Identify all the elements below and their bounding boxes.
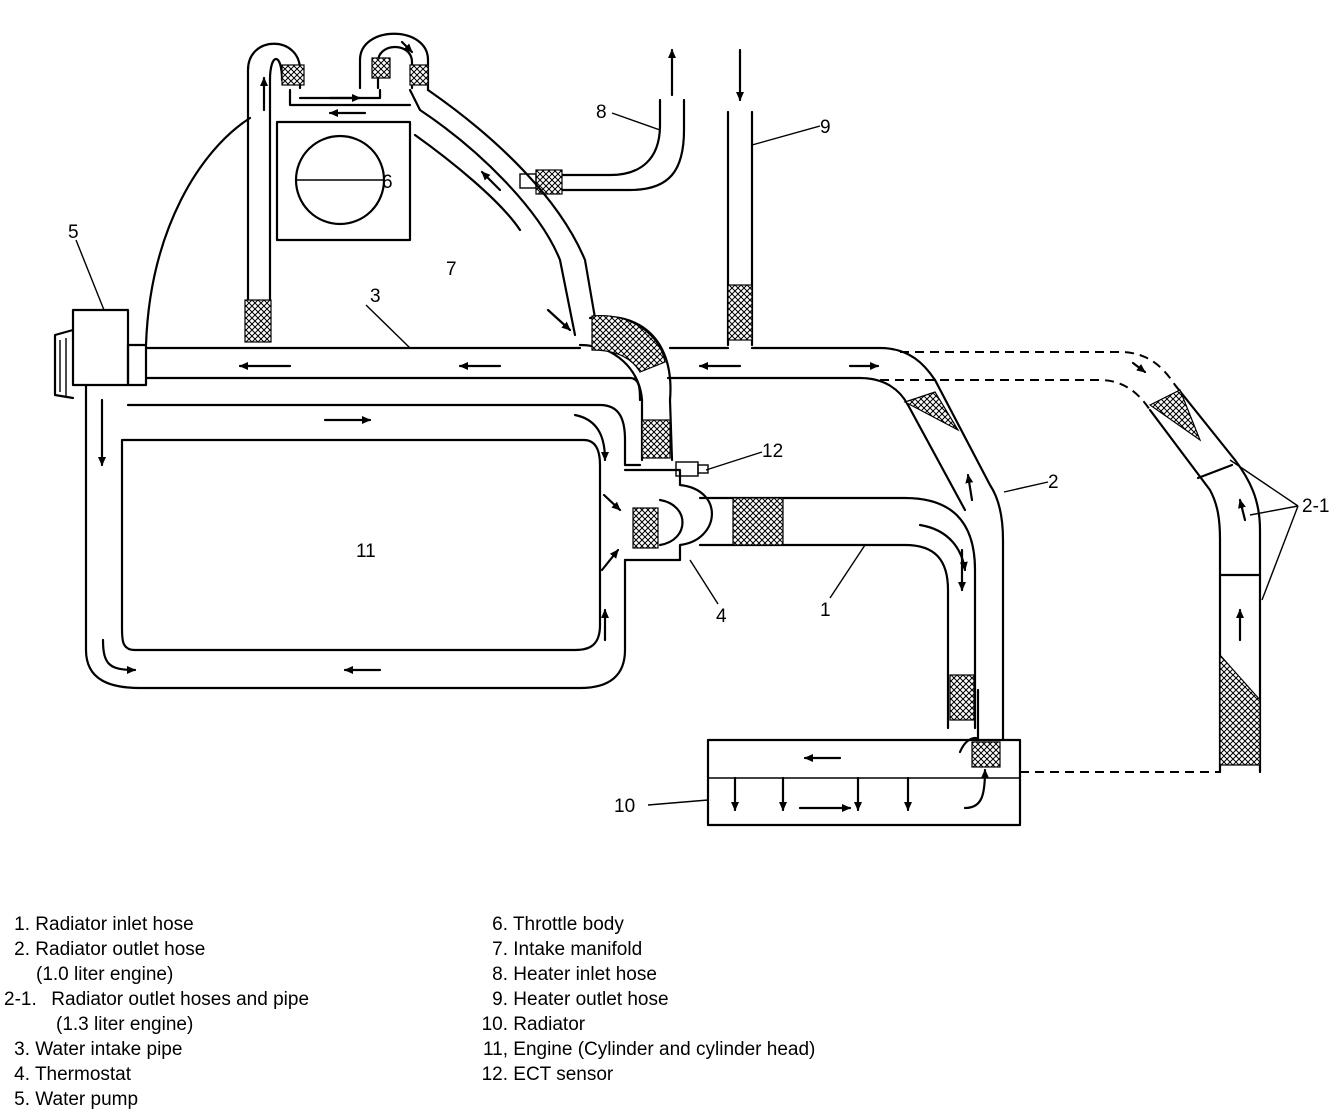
legend-item: 6. Throttle body — [492, 914, 624, 935]
callout-12: 12 — [762, 441, 783, 462]
legend-item: (1.0 liter engine) — [36, 964, 174, 985]
heater-outlet-hose — [726, 110, 754, 347]
legend-right: 6. Throttle body 7. Intake manifold 8. H… — [470, 912, 816, 1087]
legend-item: 2. Radiator outlet hose — [14, 939, 206, 960]
cooling-system-diagram: 1 2 2-1 3 4 5 6 7 8 9 10 11 12 — [53, 32, 1329, 827]
radiator-outlet-pipe-1-3l — [880, 351, 1262, 774]
water-pump — [53, 308, 148, 400]
legend-item: 1. Radiator inlet hose — [14, 914, 194, 935]
callout-9: 9 — [820, 117, 831, 138]
intake-manifold-outline — [144, 116, 522, 347]
thermostat-housing — [623, 461, 713, 562]
callout-labels: 1 2 2-1 3 4 5 6 7 8 9 10 11 12 — [68, 102, 1329, 817]
callout-7: 7 — [446, 259, 457, 280]
callout-2: 2 — [1048, 472, 1059, 493]
water-intake-pipe — [144, 346, 937, 407]
callout-5: 5 — [68, 222, 79, 243]
legend-item: 8. Heater inlet hose — [492, 964, 657, 985]
legend-item: 5. Water pump — [14, 1089, 139, 1110]
throttle-body-coolant-loops — [244, 32, 430, 343]
callout-4: 4 — [716, 606, 727, 627]
legend-item: 10. Radiator — [481, 1014, 586, 1035]
callout-1: 1 — [820, 600, 831, 621]
radiator-outlet-hose — [903, 378, 1005, 742]
callout-3: 3 — [370, 286, 381, 307]
legend-item: 4. Thermostat — [14, 1064, 132, 1085]
heater-inlet-hose — [519, 98, 686, 195]
manifold-return-hose — [413, 88, 674, 462]
callout-leaders — [75, 112, 1299, 806]
throttle-body — [275, 120, 412, 242]
callout-11: 11 — [356, 541, 376, 562]
legend-item: 2-1. Radiator outlet hoses and pipe — [4, 989, 310, 1010]
coolant-flow-arrows — [98, 40, 1247, 812]
legend-item: 7. Intake manifold — [492, 939, 643, 960]
callout-8: 8 — [596, 102, 607, 123]
engine-block — [84, 383, 642, 690]
callout-6: 6 — [382, 172, 393, 193]
legend-item: 11, Engine (Cylinder and cylinder head) — [482, 1039, 816, 1060]
radiator — [706, 738, 1022, 827]
radiator-inlet-hose — [698, 496, 977, 730]
legend-left: 1. Radiator inlet hose 2. Radiator outle… — [4, 912, 309, 1112]
callout-10: 10 — [614, 796, 635, 817]
legend-item: 3. Water intake pipe — [14, 1039, 183, 1060]
callout-2-1: 2-1 — [1302, 496, 1329, 517]
legend-item: (1.3 liter engine) — [56, 1014, 194, 1035]
legend-item: 12. ECT sensor — [481, 1064, 614, 1085]
legend-item: 9. Heater outlet hose — [492, 989, 669, 1010]
